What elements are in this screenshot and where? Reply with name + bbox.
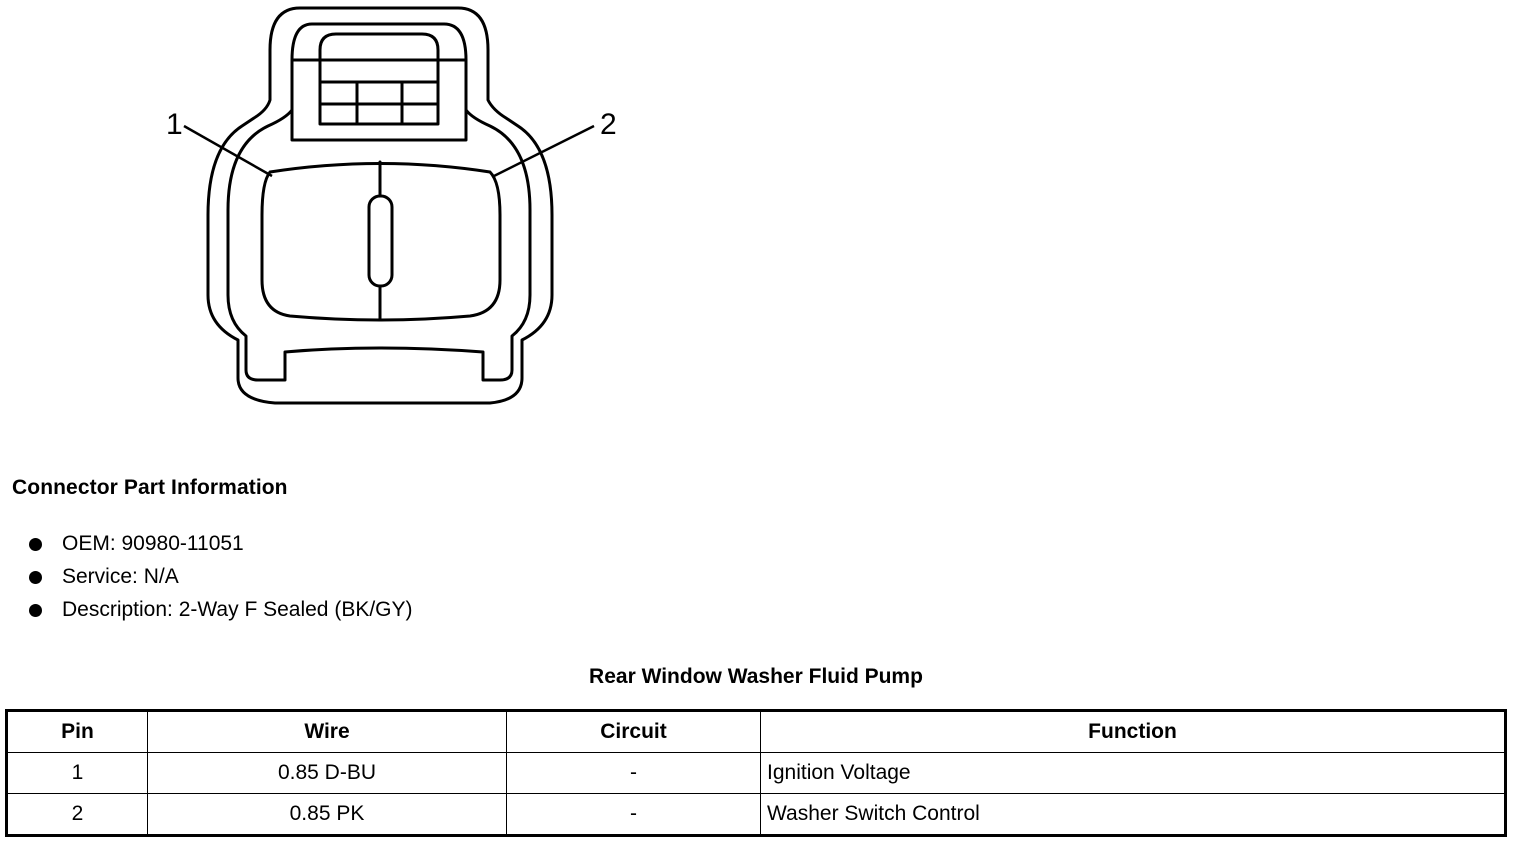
pin-1-callout: 1 [166,108,183,141]
connector-face-diagram: 1 2 [166,6,617,405]
pin-leader-lines [183,124,595,178]
table-row: 1 0.85 D-BU - Ignition Voltage [6,752,1506,794]
info-item-description: Description: 2-Way F Sealed (BK/GY) [26,596,413,629]
cell-circuit: - [506,793,761,836]
column-header-pin: Pin [6,710,148,753]
cell-function: Washer Switch Control [760,793,1506,836]
cell-circuit: - [506,752,761,794]
column-header-circuit: Circuit [506,710,761,753]
bullet-icon [29,604,42,617]
table-title: Rear Window Washer Fluid Pump [589,665,923,688]
table-row: 2 0.85 PK - Washer Switch Control [6,793,1506,836]
connector-body [206,6,554,405]
cell-wire: 0.85 PK [147,793,507,836]
info-item-oem: OEM: 90980-11051 [26,530,413,563]
table-header-row: Pin Wire Circuit Function [6,710,1506,753]
info-item-text: OEM: 90980-11051 [62,532,244,555]
bullet-icon [29,571,42,584]
bullet-icon [29,538,42,551]
connector-info-list: OEM: 90980-11051 Service: N/A Descriptio… [26,530,413,629]
cell-function: Ignition Voltage [760,752,1506,794]
pinout-table: Pin Wire Circuit Function 1 0.85 D-BU - … [5,709,1507,837]
connector-info-heading: Connector Part Information [12,476,288,499]
pin-2-callout: 2 [600,108,617,141]
cell-pin: 2 [6,793,148,836]
cell-wire: 0.85 D-BU [147,752,507,794]
column-header-function: Function [760,710,1506,753]
cell-pin: 1 [6,752,148,794]
info-item-text: Service: N/A [62,565,179,588]
column-header-wire: Wire [147,710,507,753]
info-item-service: Service: N/A [26,563,413,596]
info-item-text: Description: 2-Way F Sealed (BK/GY) [62,598,413,621]
